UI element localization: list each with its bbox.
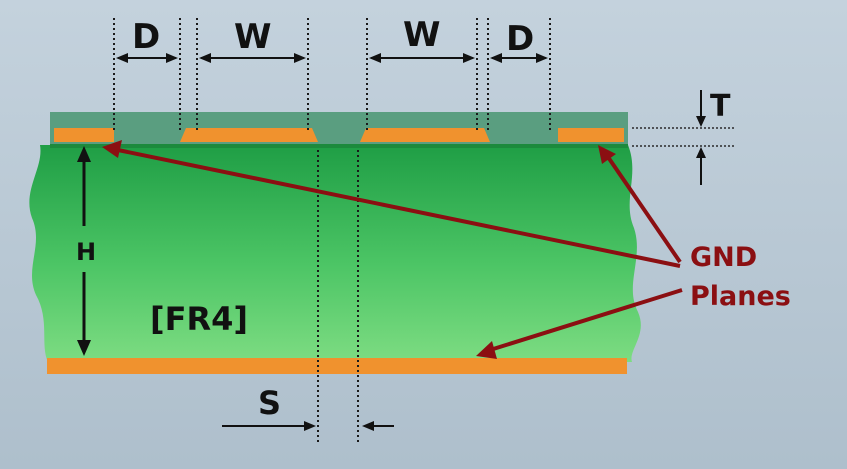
signal-trace-right [360, 128, 490, 142]
gnd-arrow-right-copper [598, 145, 682, 264]
signal-trace-left [180, 128, 318, 142]
gnd-copper-left [54, 128, 114, 142]
label-w-left: W [234, 17, 272, 57]
fr4-substrate [29, 145, 641, 362]
label-substrate: [FR4] [150, 300, 248, 338]
d-left-arrow [116, 53, 178, 63]
gnd-arrow-bottom-plane [476, 288, 683, 359]
h-height-arrow [77, 146, 91, 356]
solder-mask-layer [50, 112, 628, 144]
s-gap-arrows [222, 421, 394, 431]
label-h: H [76, 238, 96, 266]
w-left-arrow [199, 53, 306, 63]
gnd-arrow-left-copper [102, 140, 681, 268]
label-s: S [258, 384, 281, 422]
t-thickness-marker [632, 90, 736, 185]
bottom-gnd-plane [47, 358, 627, 374]
label-w-right: W [403, 15, 441, 55]
label-d-left: D [132, 17, 160, 57]
d-right-arrow [490, 53, 548, 63]
label-t: T [710, 89, 731, 124]
gnd-copper-right [558, 128, 624, 142]
label-gnd-line1: GND [690, 242, 757, 273]
label-gnd-line2: Planes [690, 281, 791, 312]
label-d-right: D [506, 19, 534, 59]
w-right-arrow [369, 53, 475, 63]
